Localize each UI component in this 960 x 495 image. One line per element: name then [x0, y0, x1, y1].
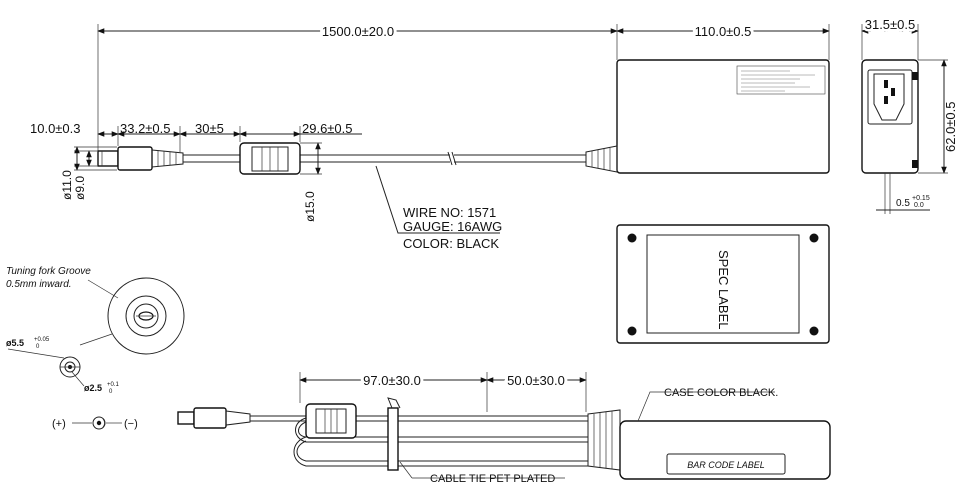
- plug-inner-diameter: ø9.0: [73, 176, 87, 200]
- lower-end-length: 50.0±30.0: [507, 373, 565, 388]
- top-view: 1500.0±20.0 110.0±0.5: [30, 21, 830, 251]
- lower-core-length: 97.0±30.0: [363, 373, 421, 388]
- adapter-case-end: [861, 59, 919, 174]
- cable-tie: [387, 407, 399, 471]
- pin-id-tol-plus: +0.1: [107, 382, 120, 388]
- overall-cable-length: 1500.0±20.0: [322, 24, 394, 39]
- groove-note-line2: 0.5mm inward.: [6, 279, 72, 290]
- case-depth: 31.5±0.5: [865, 17, 916, 32]
- barrel-od-tol-minus: 0: [36, 344, 40, 350]
- plug-detail: Tuning fork Groove 0.5mm inward. ø5.5 +0…: [6, 266, 185, 430]
- bar-code-text: BAR CODE LABEL: [687, 460, 765, 470]
- plug-to-core: 30±5: [195, 121, 224, 136]
- plug-length: 33.2±0.5: [120, 121, 171, 136]
- end-view: 31.5±0.5 62.0±0.5 0.5 +0.15 0.0: [861, 15, 958, 214]
- inlet-offset: 0.5: [896, 198, 910, 209]
- case-width: 62.0±0.5: [943, 101, 958, 152]
- groove-note-line1: Tuning fork Groove: [6, 266, 91, 277]
- polarity-minus: (−): [124, 418, 138, 430]
- inlet-offset-tol-plus: +0.15: [912, 195, 930, 202]
- ac-inlet: [873, 73, 905, 121]
- assembly-case: [619, 420, 831, 480]
- pin-id: ø2.5: [84, 383, 102, 393]
- case-color-note: CASE COLOR BLACK.: [664, 387, 778, 399]
- core-diameter: ø15.0: [303, 191, 317, 222]
- dc-plug-body: [117, 146, 153, 171]
- wire-gauge: GAUGE: 16AWG: [403, 219, 502, 234]
- plug-outer-diameter: ø11.0: [60, 170, 74, 200]
- case-length: 110.0±0.5: [695, 24, 752, 39]
- wire-number: WIRE NO: 1571: [403, 205, 496, 220]
- core-length: 29.6±0.5: [302, 121, 353, 136]
- bottom-view: SPEC LABEL: [616, 224, 830, 344]
- pin-id-tol-minus: 0: [109, 389, 113, 395]
- wire-spec-leader: [375, 165, 500, 234]
- barrel-od: ø5.5: [6, 338, 24, 348]
- polarity-symbol: [92, 416, 106, 430]
- tip-length: 10.0±0.3: [30, 121, 81, 136]
- bar-code-label: [666, 453, 786, 475]
- barrel-od-tol-plus: +0.05: [34, 337, 50, 343]
- plug-face-enlarged: [107, 277, 185, 355]
- cable-tie-note: CABLE TIE PET PLATED: [430, 473, 555, 485]
- wire-color: COLOR: BLACK: [403, 236, 499, 251]
- spec-label-text: SPEC LABEL: [716, 250, 731, 330]
- assembly-plug-tip: [177, 411, 195, 425]
- adapter-case-bottom: [616, 224, 830, 344]
- dc-plug-tip: [97, 150, 119, 167]
- inlet-offset-tol-minus: 0.0: [914, 202, 924, 209]
- spec-label-area: [646, 234, 800, 334]
- polarity-plus: (+): [52, 418, 66, 430]
- rating-label: [736, 65, 826, 95]
- assembly-plug-body: [193, 407, 227, 429]
- assembly-view: CABLE TIE PET PLATED BAR CODE LABEL CASE…: [177, 370, 831, 485]
